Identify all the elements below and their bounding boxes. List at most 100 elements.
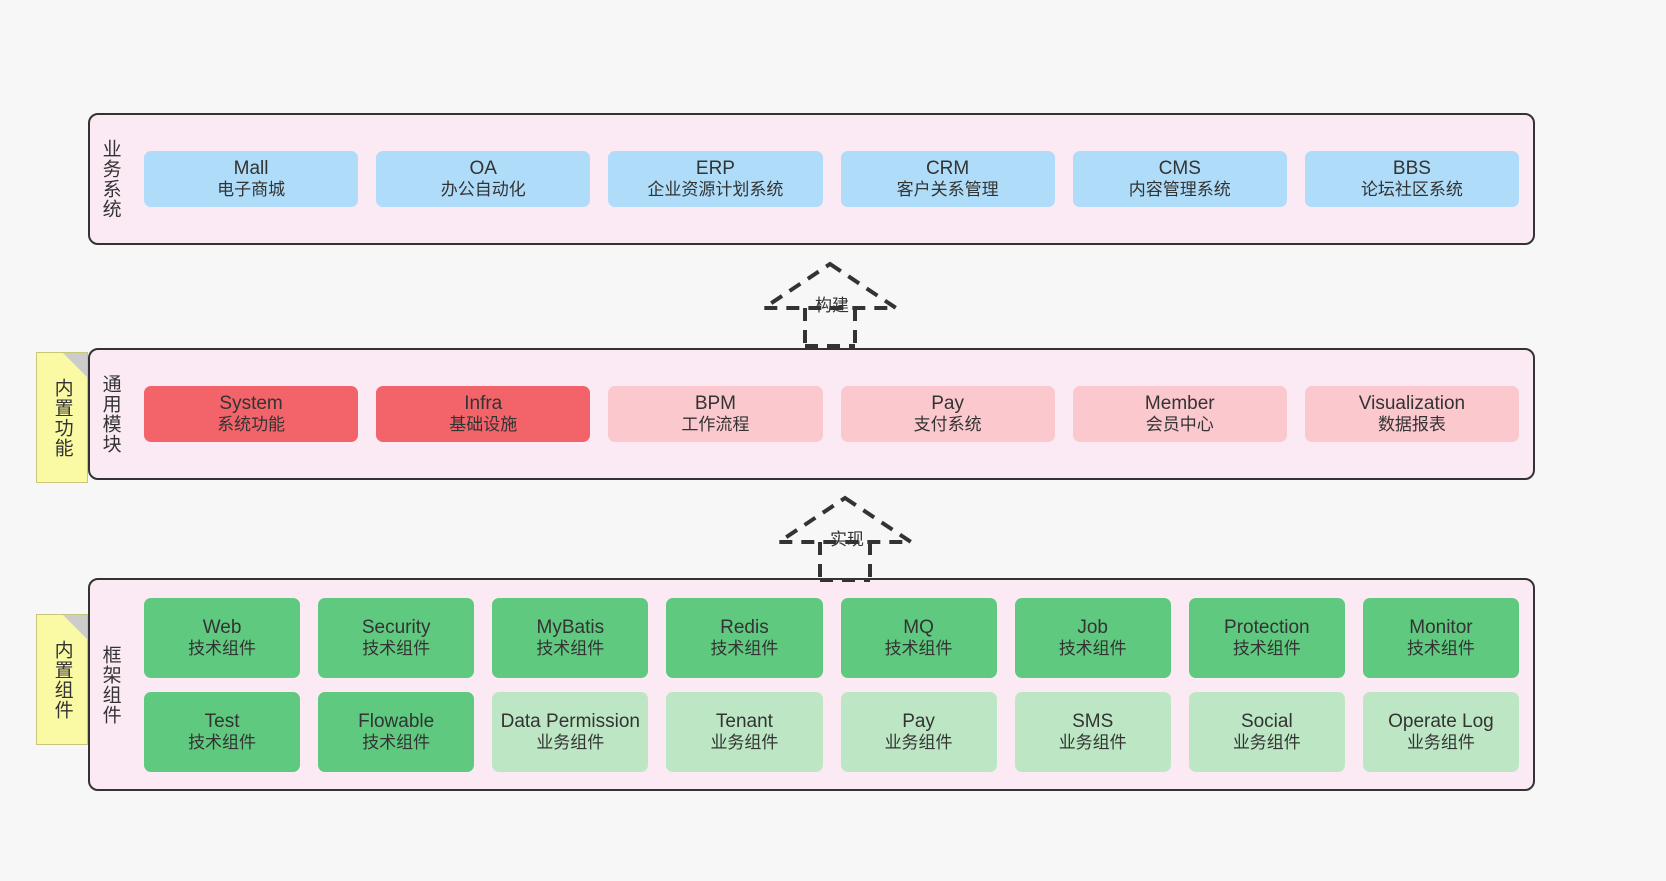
card-system[interactable]: System 系统功能 [144, 386, 359, 442]
card-bpm[interactable]: BPM 工作流程 [608, 386, 823, 442]
card-subtitle: 技术组件 [188, 732, 257, 752]
card-subtitle: 技术组件 [1058, 638, 1127, 658]
card-pay-component[interactable]: Pay 业务组件 [840, 691, 997, 772]
card-subtitle: 电子商城 [217, 180, 286, 200]
card-cms[interactable]: CMS 内容管理系统 [1072, 151, 1287, 207]
card-title: System [219, 393, 283, 415]
card-subtitle: 业务组件 [536, 732, 605, 752]
card-title: Security [361, 616, 431, 638]
card-title: MQ [903, 616, 934, 638]
connector-implement-label: 实现 [830, 530, 864, 549]
card-pay[interactable]: Pay 支付系统 [840, 386, 1055, 442]
card-tenant[interactable]: Tenant 业务组件 [666, 691, 823, 772]
layer-framework-component-body: Web 技术组件 Security 技术组件 MyBatis 技术组件 Redi… [130, 580, 1533, 789]
card-mq[interactable]: MQ 技术组件 [840, 597, 997, 678]
card-crm[interactable]: CRM 客户关系管理 [840, 151, 1055, 207]
card-job[interactable]: Job 技术组件 [1014, 597, 1171, 678]
card-subtitle: 工作流程 [681, 415, 750, 435]
card-title: Data Permission [500, 710, 640, 732]
card-protection[interactable]: Protection 技术组件 [1188, 597, 1345, 678]
card-subtitle: 论坛社区系统 [1360, 180, 1463, 200]
layer-common-module: 通用模块 System 系统功能 Infra 基础设施 BPM 工作流程 Pay… [88, 348, 1535, 480]
card-row: Test 技术组件 Flowable 技术组件 Data Permission … [144, 691, 1519, 772]
card-subtitle: 业务组件 [1406, 732, 1475, 752]
folded-corner-icon [63, 615, 87, 639]
layer-framework-component: 框架组件 Web 技术组件 Security 技术组件 MyBatis 技术组件… [88, 578, 1535, 791]
card-title: BBS [1392, 158, 1431, 180]
card-title: MyBatis [536, 616, 605, 638]
card-title: Flowable [358, 710, 435, 732]
card-title: Web [202, 616, 242, 638]
card-sms[interactable]: SMS 业务组件 [1014, 691, 1171, 772]
card-oa[interactable]: OA 办公自动化 [376, 151, 591, 207]
connector-build-label: 构建 [815, 296, 849, 315]
card-operate-log[interactable]: Operate Log 业务组件 [1362, 691, 1519, 772]
card-row: Mall 电子商城 OA 办公自动化 ERP 企业资源计划系统 CRM 客户关系… [144, 151, 1520, 207]
card-redis[interactable]: Redis 技术组件 [666, 597, 823, 678]
card-subtitle: 技术组件 [1232, 638, 1301, 658]
card-subtitle: 技术组件 [884, 638, 953, 658]
card-title: Mall [233, 158, 269, 180]
card-title: OA [469, 158, 497, 180]
card-title: ERP [695, 158, 735, 180]
card-member[interactable]: Member 会员中心 [1072, 386, 1287, 442]
card-subtitle: 客户关系管理 [896, 180, 999, 200]
card-erp[interactable]: ERP 企业资源计划系统 [608, 151, 823, 207]
card-security[interactable]: Security 技术组件 [318, 597, 475, 678]
card-row: System 系统功能 Infra 基础设施 BPM 工作流程 Pay 支付系统… [144, 386, 1520, 442]
card-title: Redis [720, 616, 769, 638]
card-web[interactable]: Web 技术组件 [144, 597, 301, 678]
card-test[interactable]: Test 技术组件 [144, 691, 301, 772]
connector-implement [770, 492, 920, 582]
card-subtitle: 技术组件 [188, 638, 257, 658]
card-flowable[interactable]: Flowable 技术组件 [318, 691, 475, 772]
card-title: Infra [464, 393, 503, 415]
connector-build [755, 258, 905, 348]
card-infra[interactable]: Infra 基础设施 [376, 386, 591, 442]
card-title: CRM [925, 158, 970, 180]
card-subtitle: 技术组件 [362, 732, 431, 752]
card-subtitle: 业务组件 [710, 732, 779, 752]
note-label: 内置功能 [51, 377, 73, 458]
layer-framework-component-label: 框架组件 [99, 644, 121, 725]
card-title: CMS [1158, 158, 1201, 180]
card-mall[interactable]: Mall 电子商城 [144, 151, 359, 207]
card-social[interactable]: Social 业务组件 [1188, 691, 1345, 772]
card-subtitle: 企业资源计划系统 [647, 180, 784, 200]
card-subtitle: 技术组件 [362, 638, 431, 658]
note-builtin-components: 内置组件 [36, 614, 88, 745]
layer-business-system: 业务系统 Mall 电子商城 OA 办公自动化 ERP 企业资源计划系统 CRM… [88, 113, 1535, 245]
card-subtitle: 内容管理系统 [1128, 180, 1231, 200]
card-title: Pay [902, 710, 935, 732]
note-builtin-features: 内置功能 [36, 352, 88, 483]
card-subtitle: 技术组件 [1406, 638, 1475, 658]
generalization-arrow-icon [757, 261, 903, 348]
card-title: Job [1077, 616, 1108, 638]
card-visualization[interactable]: Visualization 数据报表 [1304, 386, 1520, 442]
layer-business-system-label: 业务系统 [99, 139, 121, 219]
layer-common-module-body: System 系统功能 Infra 基础设施 BPM 工作流程 Pay 支付系统… [130, 350, 1533, 478]
card-title: Monitor [1409, 616, 1473, 638]
card-subtitle: 系统功能 [217, 415, 286, 435]
card-title: Member [1144, 393, 1215, 415]
card-subtitle: 数据报表 [1377, 415, 1446, 435]
card-data-permission[interactable]: Data Permission 业务组件 [492, 691, 649, 772]
card-mybatis[interactable]: MyBatis 技术组件 [492, 597, 649, 678]
card-subtitle: 业务组件 [1232, 732, 1301, 752]
card-title: Pay [931, 393, 964, 415]
card-title: Tenant [715, 710, 773, 732]
card-title: BPM [694, 393, 737, 415]
card-title: Test [204, 710, 240, 732]
card-monitor[interactable]: Monitor 技术组件 [1362, 597, 1519, 678]
card-subtitle: 基础设施 [449, 415, 518, 435]
card-subtitle: 办公自动化 [440, 180, 526, 200]
card-subtitle: 业务组件 [884, 732, 953, 752]
card-subtitle: 会员中心 [1145, 415, 1214, 435]
card-bbs[interactable]: BBS 论坛社区系统 [1304, 151, 1520, 207]
card-title: Visualization [1358, 393, 1466, 415]
card-title: Operate Log [1388, 710, 1494, 732]
layer-business-system-body: Mall 电子商城 OA 办公自动化 ERP 企业资源计划系统 CRM 客户关系… [130, 115, 1533, 243]
note-label: 内置组件 [51, 639, 73, 720]
folded-corner-icon [63, 353, 87, 377]
